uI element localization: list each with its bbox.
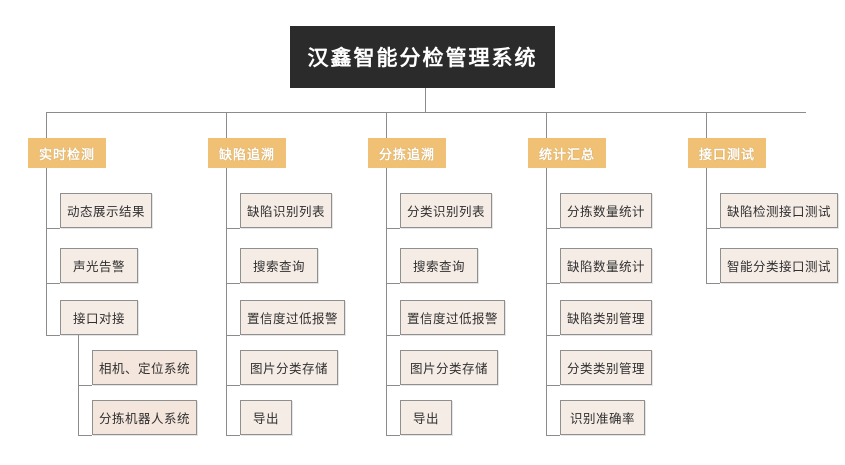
- branch-1-child-3-stub: [46, 335, 60, 336]
- branch-3-child-4-label: 图片分类存储: [409, 362, 488, 376]
- root-drop-line: [425, 88, 426, 112]
- branch-bus-line: [46, 112, 806, 113]
- branch-2-child-1[interactable]: 缺陷识别列表: [240, 193, 332, 228]
- branch-4-child-5[interactable]: 识别准确率: [560, 400, 645, 435]
- branch-5-child-1-stub: [706, 228, 720, 229]
- branch-3-child-2-label: 搜索查询: [412, 260, 465, 274]
- branch-5-drop-line: [706, 112, 707, 138]
- branch-4-drop-line: [546, 112, 547, 138]
- branch-3-spine: [386, 168, 387, 435]
- branch-2-child-2-label: 搜索查询: [252, 260, 305, 274]
- branch-5-child-2[interactable]: 智能分类接口测试: [720, 248, 838, 283]
- branch-1-grandchild-2-label: 分拣机器人系统: [98, 412, 190, 426]
- branch-3-child-4-stub: [386, 385, 400, 386]
- branch-2-child-1-label: 缺陷识别列表: [246, 205, 325, 219]
- branch-2-child-4-stub: [226, 385, 240, 386]
- branch-1-label: 实时检测: [38, 146, 95, 162]
- branch-1-grandchild-1-stub: [78, 385, 92, 386]
- branch-3-label: 分拣追溯: [378, 146, 435, 162]
- branch-2-child-5-label: 导出: [252, 412, 279, 426]
- branch-4-child-3-label: 缺陷类别管理: [566, 312, 645, 326]
- branch-5-child-1-label: 缺陷检测接口测试: [726, 205, 831, 219]
- branch-3-child-2-stub: [386, 283, 400, 284]
- branch-4-child-5-stub: [546, 435, 560, 436]
- branch-3-drop-line: [386, 112, 387, 138]
- branch-2-spine: [226, 168, 227, 435]
- branch-4-child-5-label: 识别准确率: [569, 412, 635, 426]
- branch-2-child-3-label: 置信度过低报警: [246, 312, 338, 326]
- branch-2-child-2-stub: [226, 283, 240, 284]
- branch-1-child-3-label: 接口对接: [72, 312, 125, 326]
- branch-1-node[interactable]: 实时检测: [28, 138, 106, 168]
- branch-3-child-1[interactable]: 分类识别列表: [400, 193, 492, 228]
- branch-4-child-1[interactable]: 分拣数量统计: [560, 193, 652, 228]
- branch-5-node[interactable]: 接口测试: [688, 138, 766, 168]
- branch-1-spine: [46, 168, 47, 335]
- root-node-label: 汉鑫智能分检管理系统: [307, 47, 538, 70]
- branch-2-drop-line: [226, 112, 227, 138]
- branch-1-child-1-label: 动态展示结果: [66, 205, 145, 219]
- branch-1-grandchild-1-label: 相机、定位系统: [98, 362, 190, 376]
- branch-3-child-3[interactable]: 置信度过低报警: [400, 300, 505, 335]
- branch-3-child-1-label: 分类识别列表: [406, 205, 485, 219]
- branch-4-child-4-stub: [546, 385, 560, 386]
- branch-5-spine: [706, 168, 707, 283]
- branch-2-child-3-stub: [226, 335, 240, 336]
- branch-1-grandchild-2-stub: [78, 435, 92, 436]
- branch-2-child-5-stub: [226, 435, 240, 436]
- branch-1-drop-line: [46, 112, 47, 138]
- branch-4-child-1-label: 分拣数量统计: [566, 205, 645, 219]
- branch-5-label: 接口测试: [698, 146, 755, 162]
- branch-3-child-1-stub: [386, 228, 400, 229]
- branch-4-label: 统计汇总: [538, 146, 595, 162]
- branch-4-child-4[interactable]: 分类类别管理: [560, 350, 652, 385]
- branch-1-child-1[interactable]: 动态展示结果: [60, 193, 152, 228]
- branch-1-grandchild-1[interactable]: 相机、定位系统: [92, 350, 197, 385]
- branch-4-child-1-stub: [546, 228, 560, 229]
- branch-2-child-4[interactable]: 图片分类存储: [240, 350, 338, 385]
- branch-4-child-3-stub: [546, 335, 560, 336]
- branch-5-child-1[interactable]: 缺陷检测接口测试: [720, 193, 838, 228]
- branch-3-child-4[interactable]: 图片分类存储: [400, 350, 498, 385]
- branch-3-child-2[interactable]: 搜索查询: [400, 248, 478, 283]
- branch-1-child-2-label: 声光告警: [72, 260, 125, 274]
- branch-1-child-2-stub: [46, 283, 60, 284]
- root-node[interactable]: 汉鑫智能分检管理系统: [290, 26, 555, 88]
- branch-4-child-4-label: 分类类别管理: [566, 362, 645, 376]
- branch-2-child-3[interactable]: 置信度过低报警: [240, 300, 345, 335]
- branch-3-child-5-label: 导出: [412, 412, 439, 426]
- branch-3-child-5-stub: [386, 435, 400, 436]
- branch-2-child-5[interactable]: 导出: [240, 400, 292, 435]
- branch-2-child-2[interactable]: 搜索查询: [240, 248, 318, 283]
- branch-1-child-2[interactable]: 声光告警: [60, 248, 138, 283]
- branch-4-child-2-label: 缺陷数量统计: [566, 260, 645, 274]
- branch-3-child-5[interactable]: 导出: [400, 400, 452, 435]
- branch-1-grandchild-2[interactable]: 分拣机器人系统: [92, 400, 197, 435]
- branch-2-child-1-stub: [226, 228, 240, 229]
- branch-4-node[interactable]: 统计汇总: [528, 138, 606, 168]
- branch-5-child-2-stub: [706, 283, 720, 284]
- branch-4-child-2-stub: [546, 283, 560, 284]
- branch-2-node[interactable]: 缺陷追溯: [208, 138, 286, 168]
- branch-2-child-4-label: 图片分类存储: [249, 362, 328, 376]
- branch-5-child-2-label: 智能分类接口测试: [726, 260, 831, 274]
- branch-2-label: 缺陷追溯: [218, 146, 275, 162]
- branch-4-child-3[interactable]: 缺陷类别管理: [560, 300, 652, 335]
- branch-1-child-3[interactable]: 接口对接: [60, 300, 138, 335]
- branch-3-node[interactable]: 分拣追溯: [368, 138, 446, 168]
- branch-4-spine: [546, 168, 547, 435]
- branch-3-child-3-stub: [386, 335, 400, 336]
- branch-1-child-1-stub: [46, 228, 60, 229]
- branch-3-child-3-label: 置信度过低报警: [406, 312, 498, 326]
- branch-4-child-2[interactable]: 缺陷数量统计: [560, 248, 652, 283]
